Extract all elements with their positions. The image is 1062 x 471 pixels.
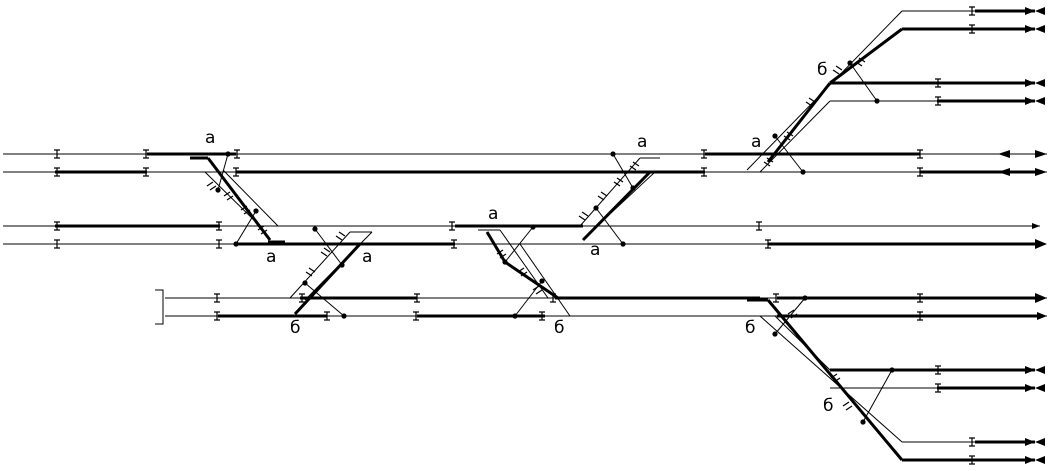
insulated-joint — [449, 221, 455, 231]
insulated-joint — [143, 149, 149, 159]
insulated-joint — [969, 437, 975, 447]
insulated-joint — [214, 311, 220, 321]
thick-segments — [55, 9, 1040, 462]
switch-levers — [215, 60, 895, 425]
label-a-6: а — [637, 132, 647, 152]
insulated-joints — [54, 6, 975, 465]
insulated-joint — [234, 149, 240, 159]
crossover-rails — [204, 157, 660, 317]
insulated-joint — [216, 221, 222, 231]
insulated-joint — [969, 6, 975, 16]
insulated-joint — [214, 293, 220, 303]
insulated-joint — [935, 365, 941, 375]
label-b-4: б — [745, 318, 755, 338]
insulated-joint — [299, 293, 305, 303]
insulated-joint — [969, 24, 975, 34]
direction-arrows — [998, 7, 1047, 464]
label-a-3: а — [362, 247, 372, 267]
insulated-joint — [917, 149, 923, 159]
label-a-4: а — [488, 204, 498, 224]
insulated-joint — [451, 239, 457, 249]
insulated-joint — [414, 293, 420, 303]
running-lines — [3, 10, 1047, 461]
insulated-joint — [413, 311, 419, 321]
label-b-5: б — [823, 396, 833, 416]
insulated-joint — [935, 78, 941, 88]
insulated-joint — [143, 167, 149, 177]
label-a-1: а — [205, 128, 215, 148]
label-b-1: б — [817, 60, 827, 80]
insulated-joint — [54, 167, 60, 177]
insulated-joint — [701, 167, 707, 177]
label-b-3: б — [554, 318, 564, 338]
label-b-2: б — [290, 318, 300, 338]
insulated-joint — [917, 167, 923, 177]
insulated-joint — [773, 293, 779, 303]
diagonal-ticks — [206, 57, 866, 411]
insulated-joint — [54, 221, 60, 231]
label-a-2: а — [266, 247, 276, 267]
insulated-joint — [756, 221, 762, 231]
insulated-joint — [935, 96, 941, 106]
switch-labels: а а а а а а а б б б б б — [205, 60, 833, 416]
insulated-joint — [917, 311, 923, 321]
insulated-joint — [233, 167, 239, 177]
insulated-joint — [216, 239, 222, 249]
insulated-joint — [550, 293, 556, 303]
insulated-joint — [935, 383, 941, 393]
insulated-joint — [54, 239, 60, 249]
label-a-5: а — [590, 240, 600, 260]
insulated-joint — [54, 149, 60, 159]
insulated-joint — [539, 311, 545, 321]
insulated-joint — [917, 293, 923, 303]
insulated-joint — [765, 239, 771, 249]
label-a-7: а — [751, 132, 761, 152]
insulated-joint — [701, 149, 707, 159]
insulated-joint — [324, 311, 330, 321]
insulated-joint — [969, 455, 975, 465]
